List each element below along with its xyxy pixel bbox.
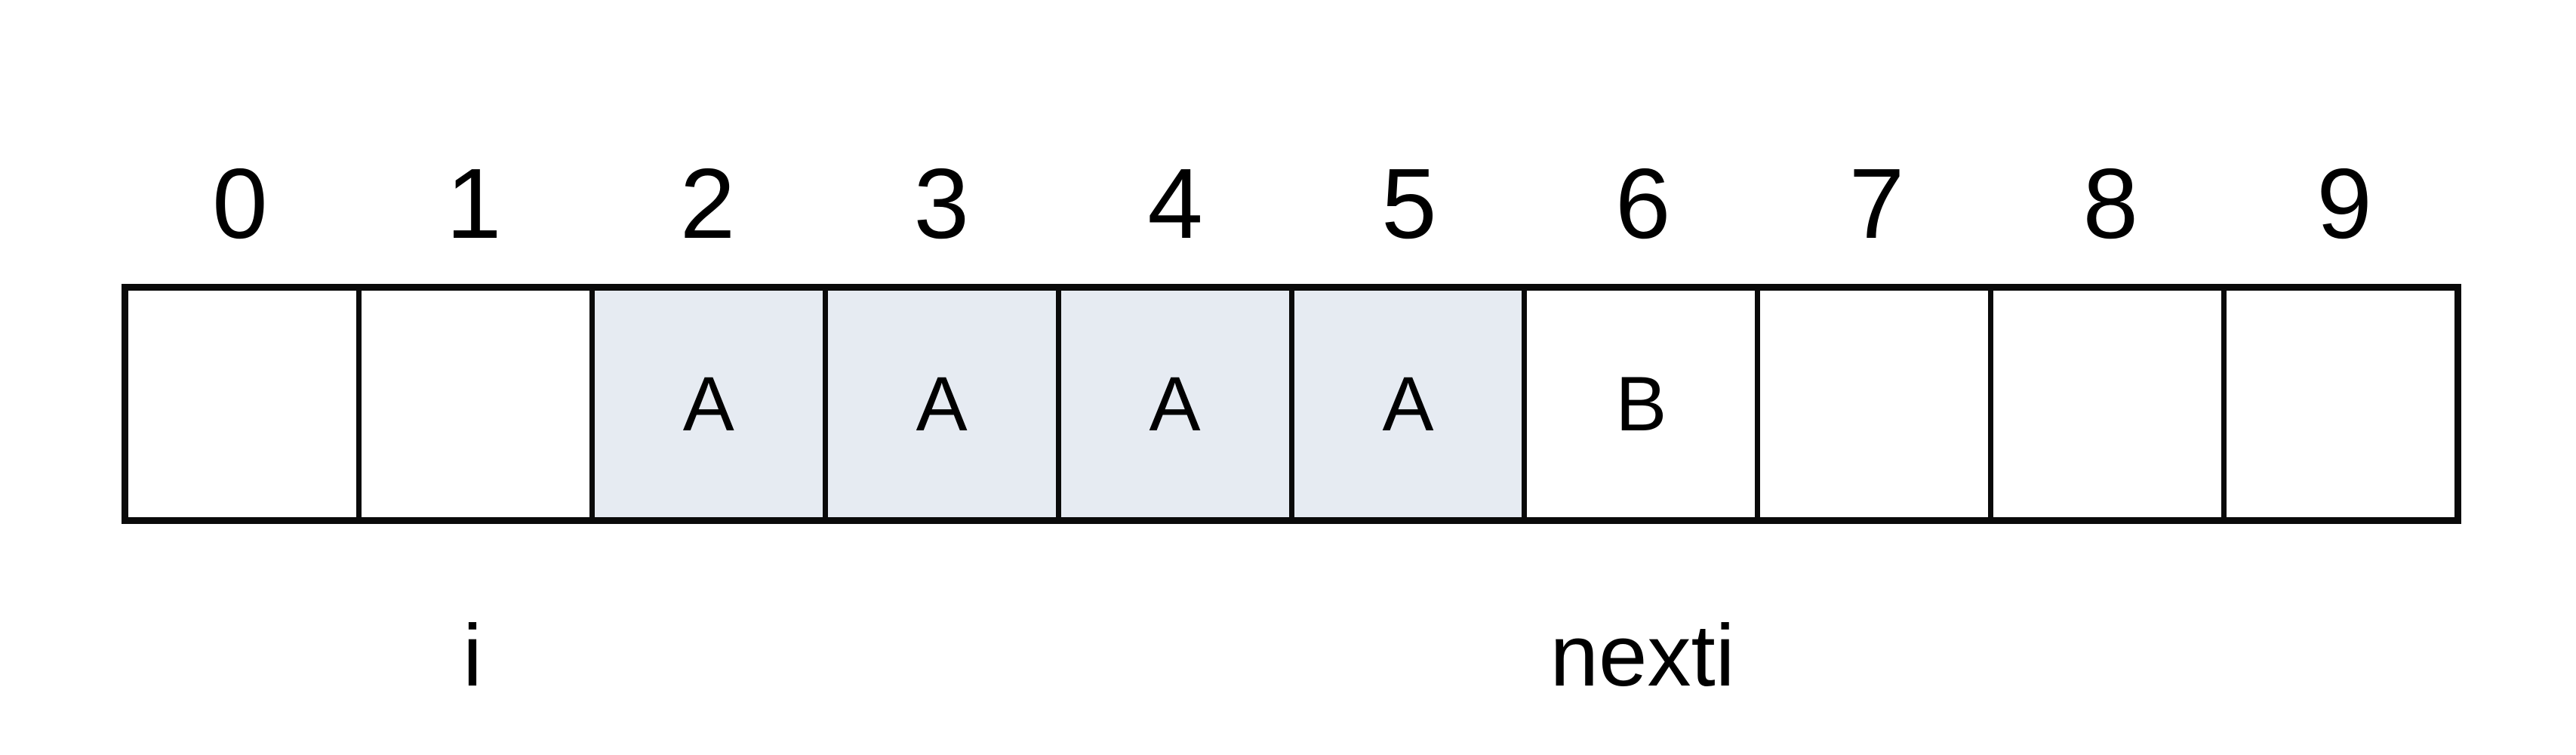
array-cell: A [1055, 291, 1289, 517]
index-label: 3 [913, 148, 969, 259]
array-cell-value: A [1149, 361, 1201, 447]
array-cell: A [589, 291, 823, 517]
array-cell-value: A [1382, 361, 1434, 447]
index-row: 0 1 2 3 4 5 6 7 8 9 [123, 143, 2461, 264]
array-cell-value: B [1615, 361, 1667, 447]
array-cell [355, 291, 589, 517]
array-cell-value: A [916, 361, 968, 447]
pointer-label-nexti: nexti [1550, 606, 1735, 704]
index-label: 1 [445, 148, 502, 259]
pointer-label-i: i [463, 606, 482, 704]
index-label: 6 [1614, 148, 1671, 259]
array-cell [1755, 291, 1989, 517]
array-cell: B [1522, 291, 1756, 517]
array-cell-value: A [682, 361, 734, 447]
array-cell [128, 291, 356, 517]
index-label: 7 [1848, 148, 1905, 259]
array-cell [1988, 291, 2222, 517]
array-cell [2221, 291, 2455, 517]
index-label: 8 [2082, 148, 2138, 259]
index-label: 4 [1147, 148, 1203, 259]
array-cell: A [1288, 291, 1522, 517]
index-label: 9 [2316, 148, 2372, 259]
array-cell: A [822, 291, 1056, 517]
index-label: 5 [1381, 148, 1437, 259]
index-label: 0 [212, 148, 268, 259]
index-label: 2 [679, 148, 736, 259]
